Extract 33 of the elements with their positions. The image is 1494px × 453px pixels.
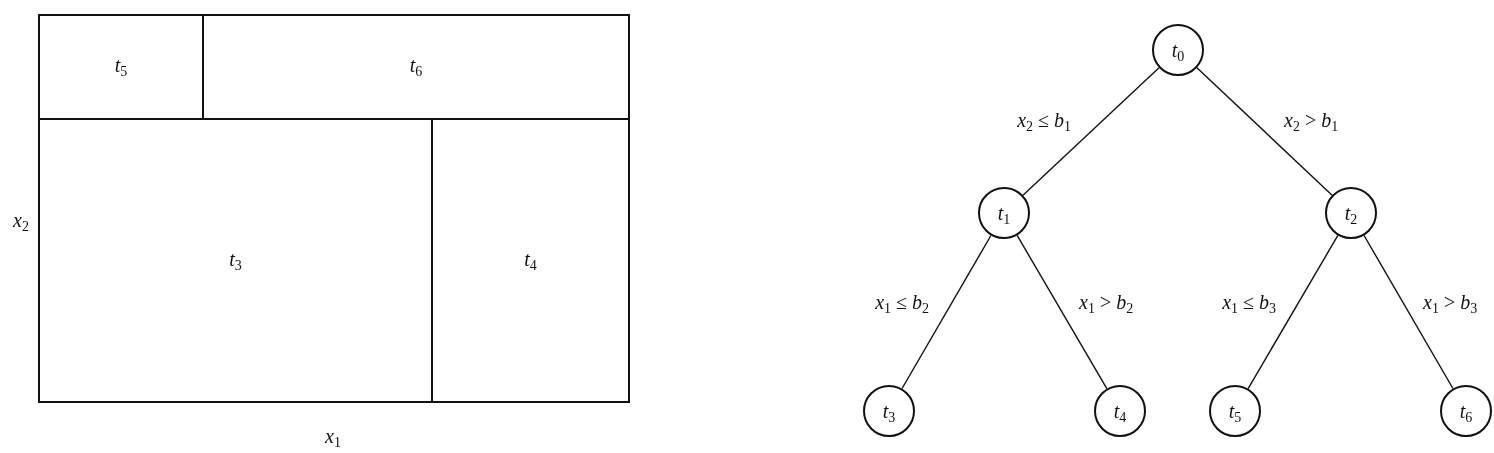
edge-label: x$_{1}$ ≤ b$_{2}$ <box>874 292 930 312</box>
tree-node-circle <box>1209 385 1261 437</box>
partition-frame <box>38 14 630 403</box>
axis-label: x$_{1}$ <box>325 426 341 446</box>
branch-line <box>1016 234 1108 390</box>
tree-node-circle <box>863 385 915 437</box>
node-label: t$_{0}$ <box>1171 40 1185 60</box>
region-label: t$_{3}$ <box>229 248 242 269</box>
node-label: t$_{6}$ <box>1459 401 1473 421</box>
tree-node-circle <box>1152 24 1204 76</box>
branch-line <box>1363 234 1454 390</box>
region-label: t$_{4}$ <box>524 248 537 269</box>
node-label: t$_{4}$ <box>1113 401 1127 421</box>
branch-line <box>1196 67 1333 196</box>
branch-line <box>1247 234 1339 390</box>
tree-node-circle <box>1440 385 1492 437</box>
node-label: t$_{2}$ <box>1344 203 1358 223</box>
edge-label: x$_{2}$ ≤ b$_{1}$ <box>1016 110 1072 130</box>
region-label: t$_{6}$ <box>409 55 423 75</box>
axis-label: x$_{2}$ <box>13 210 29 230</box>
edge-label: x$_{1}$ ≤ b$_{3}$ <box>1221 292 1277 312</box>
node-label: t$_{5}$ <box>1228 401 1242 421</box>
edge-label: x$_{2}$ > b$_{1}$ <box>1283 110 1340 130</box>
branch-line <box>901 234 992 390</box>
region-label: t$_{5}$ <box>114 55 128 75</box>
tree-node-circle <box>978 187 1030 239</box>
tree-node-circle <box>1094 385 1146 437</box>
edge-label: x$_{1}$ > b$_{2}$ <box>1078 292 1135 312</box>
node-label: t$_{3}$ <box>882 401 896 421</box>
edge-label: x$_{1}$ > b$_{3}$ <box>1422 292 1479 312</box>
node-label: t$_{1}$ <box>997 203 1011 223</box>
branch-line <box>1022 67 1160 196</box>
tree-node-circle <box>1325 187 1377 239</box>
